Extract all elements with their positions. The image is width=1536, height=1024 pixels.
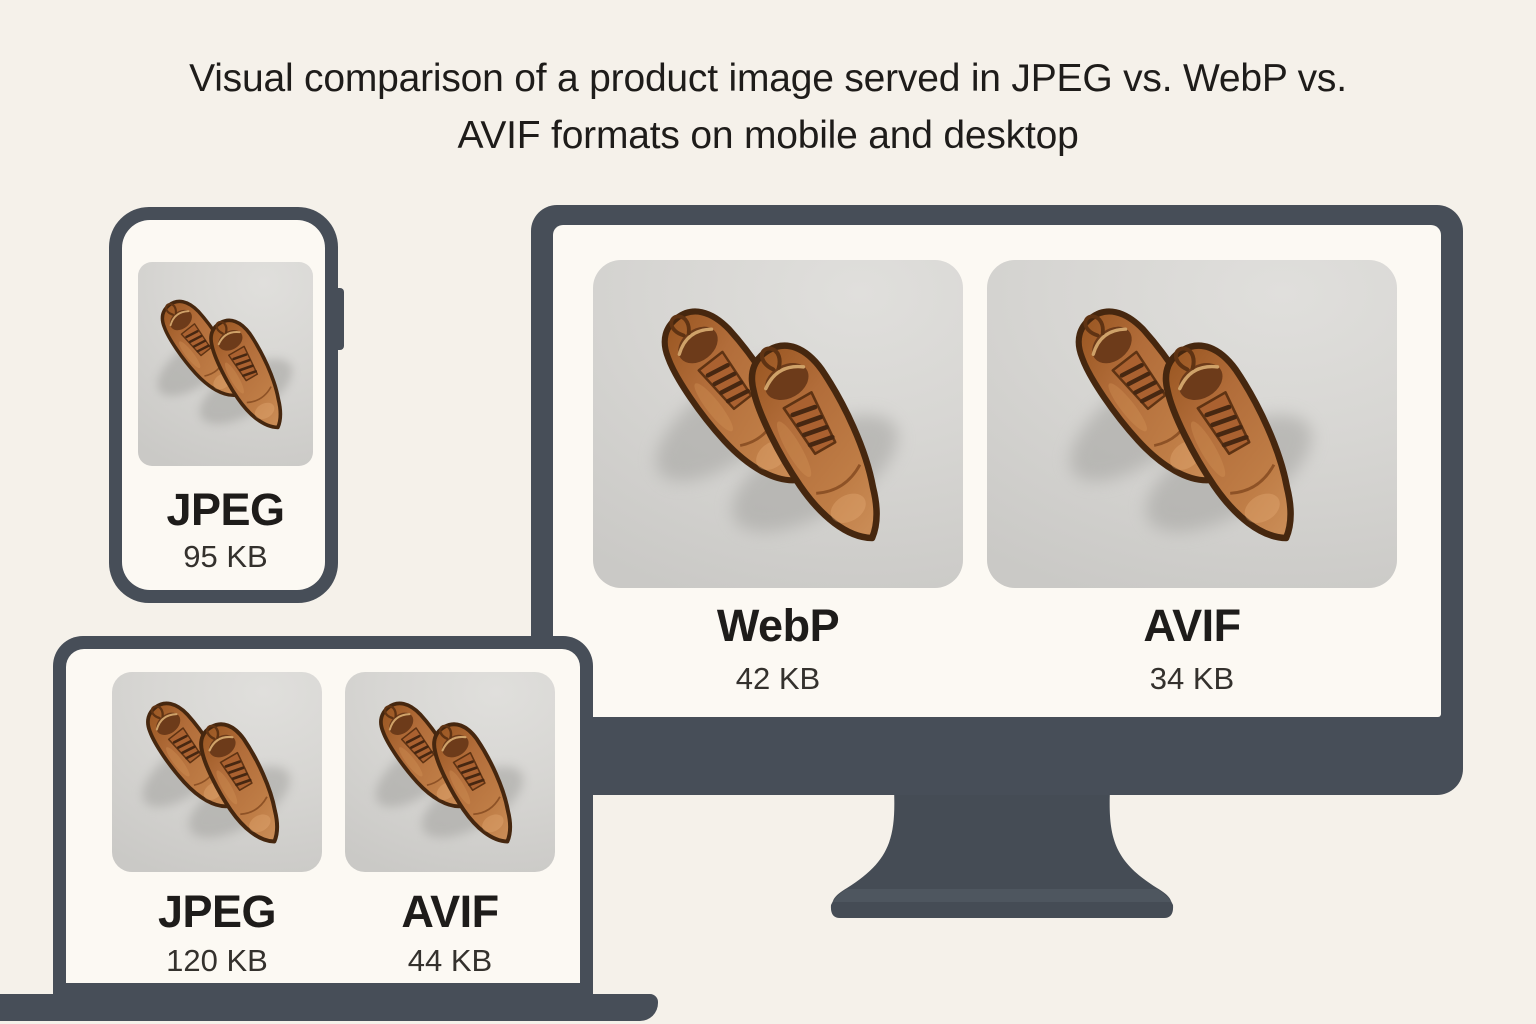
product-photo (138, 262, 313, 466)
format-panel-laptop-jpeg: JPEG 120 KB (112, 672, 322, 979)
page-title-line1: Visual comparison of a product image ser… (189, 57, 1347, 100)
product-photo (112, 672, 322, 872)
brown-leather-shoes-illustration (138, 262, 313, 466)
monitor-stand (830, 789, 1174, 918)
format-panel-laptop-avif: AVIF 44 KB (345, 672, 555, 979)
file-size-label: 95 KB (183, 539, 268, 574)
brown-leather-shoes-illustration (593, 260, 963, 588)
page-title-line2: AVIF formats on mobile and desktop (457, 114, 1079, 157)
format-label: AVIF (1143, 600, 1241, 651)
format-label: JPEG (157, 886, 277, 937)
file-size-label: 120 KB (166, 943, 268, 978)
desktop-mockup: WebP 42 KB AVIF 34 KB (531, 205, 1463, 795)
file-size-label: 44 KB (407, 943, 493, 978)
brown-leather-shoes-illustration (345, 672, 555, 872)
format-panel-desktop-avif: AVIF 34 KB (987, 260, 1397, 697)
desktop-screen: WebP 42 KB AVIF 34 KB (553, 225, 1441, 717)
phone-side-button (336, 288, 344, 350)
product-photo (345, 672, 555, 872)
laptop-base (0, 994, 658, 1021)
format-panel-desktop-webp: WebP 42 KB (593, 260, 963, 697)
phone-screen: JPEG 95 KB (122, 220, 325, 590)
format-label: WebP (716, 600, 840, 651)
laptop-mockup: JPEG 120 KB AVIF 44 KB (53, 636, 593, 996)
phone-mockup: JPEG 95 KB (109, 207, 344, 603)
page-title: Visual comparison of a product image ser… (0, 50, 1536, 164)
laptop-screen: JPEG 120 KB AVIF 44 KB (66, 649, 580, 983)
format-panel-phone-jpeg: JPEG 95 KB (138, 262, 313, 575)
product-photo (987, 260, 1397, 588)
format-label: AVIF (401, 886, 499, 937)
brown-leather-shoes-illustration (987, 260, 1397, 588)
file-size-label: 34 KB (1149, 661, 1235, 696)
product-photo (593, 260, 963, 588)
file-size-label: 42 KB (735, 661, 821, 696)
format-label: JPEG (166, 484, 285, 535)
brown-leather-shoes-illustration (112, 672, 322, 872)
